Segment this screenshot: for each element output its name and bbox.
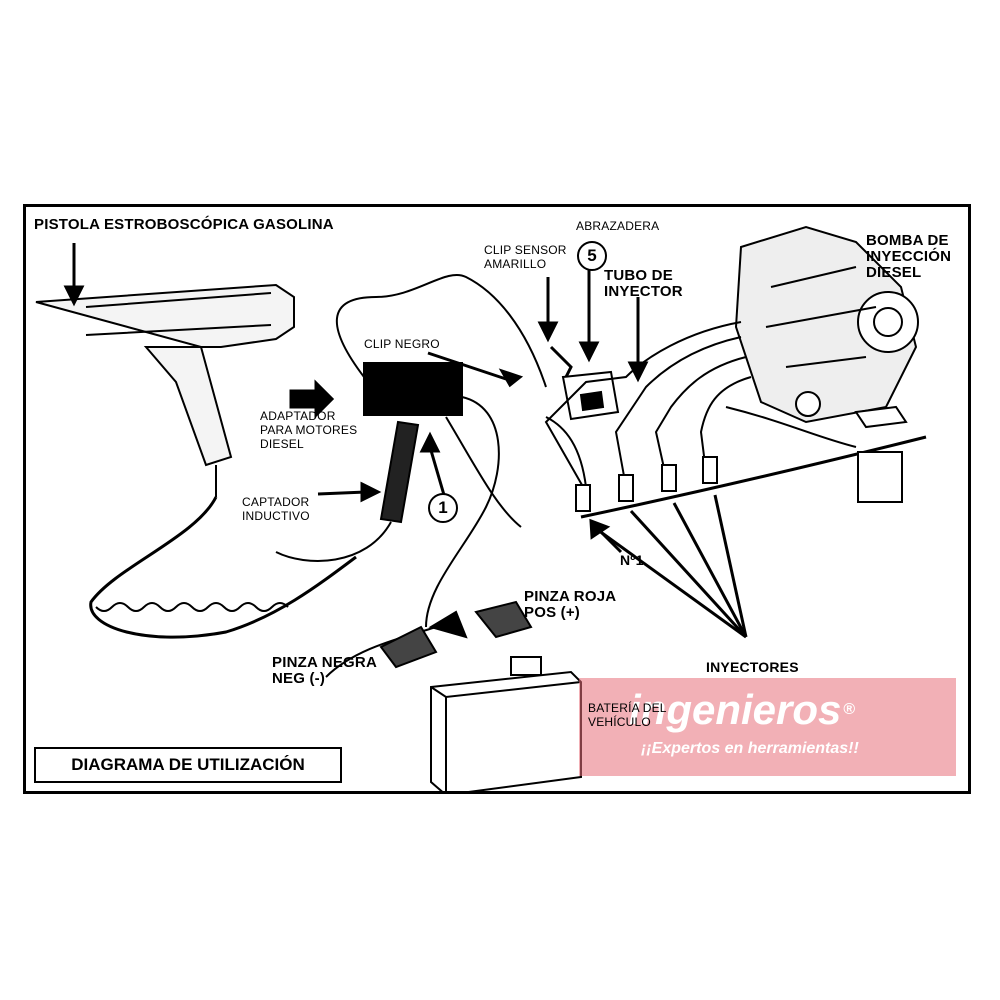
label-red-clamp: PINZA ROJA POS (+) <box>524 588 617 621</box>
label-arrows <box>63 243 748 639</box>
diagram-caption: DIAGRAMA DE UTILIZACIÓN <box>34 747 342 783</box>
watermark-brand-text: ingenieros <box>629 686 842 733</box>
usage-diagram-illustration <box>35 225 927 791</box>
injection-pump-drawing <box>734 225 919 424</box>
label-inductive-pickup: CAPTADOR INDUCTIVO <box>242 495 310 523</box>
injectors-drawing <box>575 456 718 512</box>
watermark-tagline: ¡¡Expertos en herramientas!! <box>641 740 859 757</box>
marker-five: 5 <box>577 241 607 271</box>
diagram-frame: PISTOLA ESTROBOSCÓPICA GASOLINA ABRAZADE… <box>23 204 971 794</box>
battery-drawing <box>430 670 582 791</box>
label-adapter: ADAPTADOR PARA MOTORES DIESEL <box>260 409 358 451</box>
label-injector-tube: TUBO DE INYECTOR <box>604 267 683 300</box>
label-strobe-gun: PISTOLA ESTROBOSCÓPICA GASOLINA <box>34 216 334 233</box>
watermark-brand: ingenieros® <box>629 688 855 732</box>
label-clip-sensor: CLIP SENSOR AMARILLO <box>484 243 567 271</box>
brand-watermark: ingenieros® ¡¡Expertos en herramientas!! <box>579 678 956 776</box>
label-cylinder-1: Nº1 <box>620 552 644 568</box>
registered-mark: ® <box>843 701 856 718</box>
adapter-box <box>363 362 463 416</box>
label-black-clamp: PINZA NEGRA NEG (-) <box>272 654 377 687</box>
label-injectors: INYECTORES <box>706 659 799 675</box>
marker-one: 1 <box>428 493 458 523</box>
label-injection-pump: BOMBA DE INYECCIÓN DIESEL <box>866 232 952 281</box>
strobe-gun-drawing <box>35 283 295 497</box>
injector-pipes <box>544 321 752 493</box>
label-clamp: ABRAZADERA <box>576 219 660 233</box>
inductive-pickup-drawing <box>379 420 420 524</box>
label-clip-black: CLIP NEGRO <box>364 337 440 351</box>
coiled-cord <box>89 496 357 639</box>
fuel-filter-drawing <box>854 405 908 429</box>
label-battery: BATERÍA DEL VEHÍCULO <box>588 701 667 729</box>
